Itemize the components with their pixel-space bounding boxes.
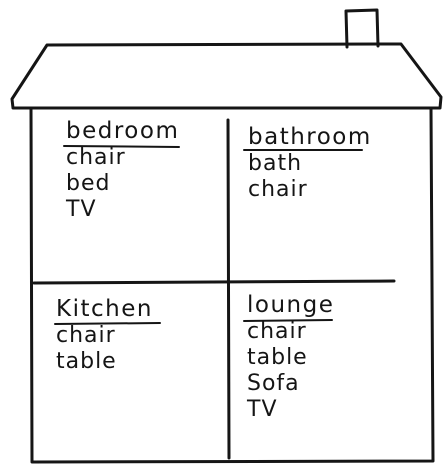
room-items-kitchen: chair table — [56, 323, 153, 375]
room-item: table — [56, 349, 153, 375]
room-title-bathroom: bathroom — [248, 124, 372, 150]
room-title-bedroom: bedroom — [66, 118, 179, 144]
room-item: Sofa — [247, 371, 334, 397]
room-bedroom: bedroom chair bed TV — [66, 118, 179, 223]
vertical-divider — [228, 120, 229, 458]
room-title-lounge: lounge — [247, 292, 334, 318]
room-kitchen: Kitchen chair table — [56, 296, 153, 375]
room-item: chair — [248, 177, 372, 203]
room-item: chair — [247, 319, 334, 345]
room-item: TV — [247, 397, 334, 423]
room-items-lounge: chair table Sofa TV — [247, 319, 334, 423]
room-item: bath — [248, 151, 372, 177]
horizontal-divider — [34, 281, 394, 283]
chimney — [346, 10, 378, 47]
room-item: TV — [66, 197, 179, 223]
room-bathroom: bathroom bath chair — [248, 124, 372, 203]
room-item: chair — [56, 323, 153, 349]
room-items-bedroom: chair bed TV — [66, 145, 179, 223]
room-title-kitchen: Kitchen — [56, 296, 153, 322]
room-item: table — [247, 345, 334, 371]
room-item: chair — [66, 145, 179, 171]
roof — [12, 44, 441, 108]
room-item: bed — [66, 171, 179, 197]
room-items-bathroom: bath chair — [248, 151, 372, 203]
room-lounge: lounge chair table Sofa TV — [247, 292, 334, 423]
